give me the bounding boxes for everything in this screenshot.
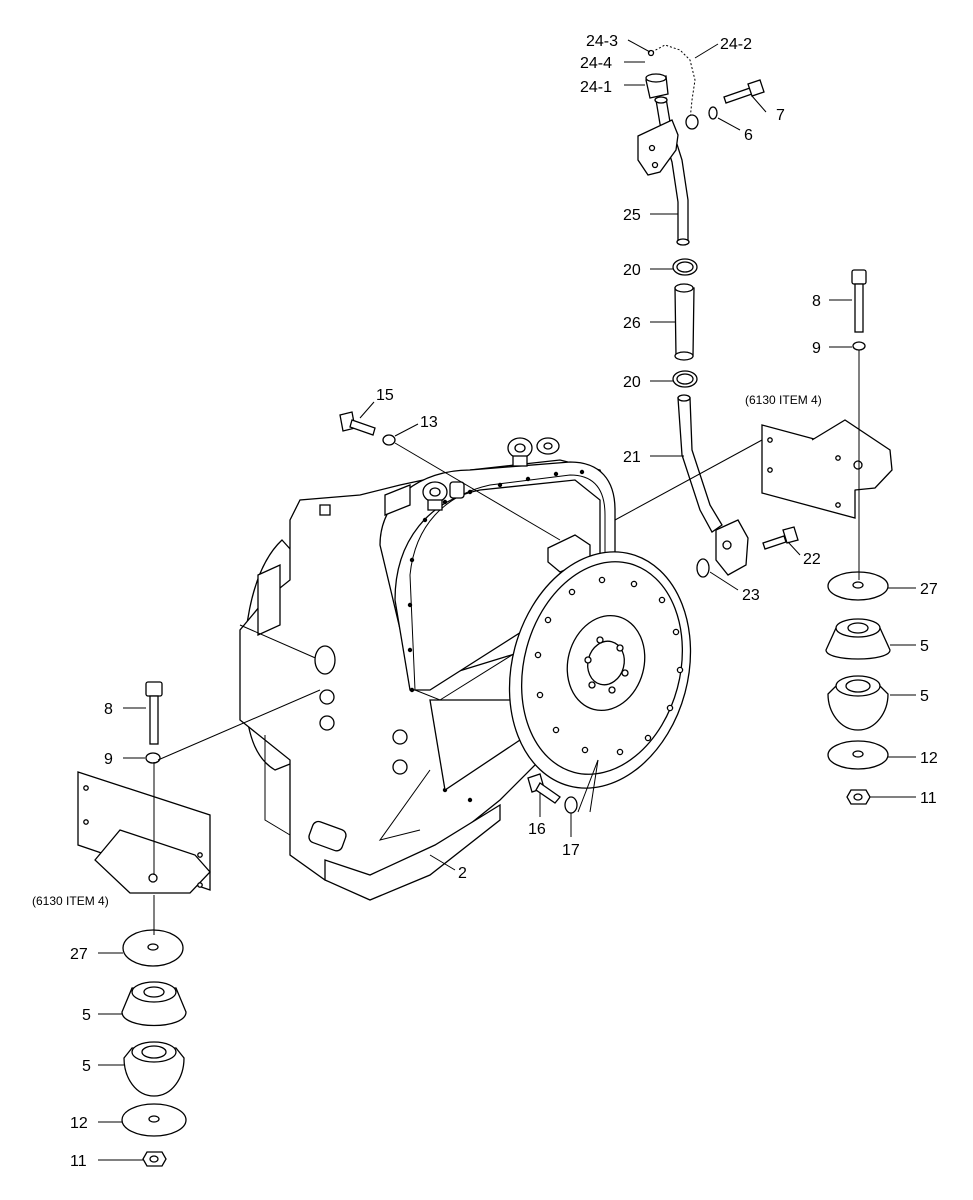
label-7: 7 <box>776 107 785 124</box>
label-12-right: 12 <box>920 750 938 767</box>
label-27-right: 27 <box>920 581 938 598</box>
bolt-15-washer-13 <box>339 411 396 446</box>
dipstick-assembly <box>637 44 799 578</box>
lifting-eye-right <box>507 437 533 467</box>
front-flange <box>508 551 692 789</box>
label-5-right-lower: 5 <box>920 688 929 705</box>
label-15: 15 <box>376 387 394 404</box>
label-24-3: 24-3 <box>586 33 618 50</box>
label-9-right: 9 <box>812 340 821 357</box>
label-21: 21 <box>623 449 641 466</box>
label-6: 6 <box>744 127 753 144</box>
label-20-lower: 20 <box>623 374 641 391</box>
breather-cap <box>449 481 465 499</box>
label-13: 13 <box>420 414 438 431</box>
label-9-left: 9 <box>104 751 113 768</box>
label-5-left-lower: 5 <box>82 1058 91 1075</box>
label-2: 2 <box>458 865 467 882</box>
item-labels: 24-3 24-2 24-4 24-1 7 6 25 20 26 20 21 2… <box>32 33 938 1170</box>
lifting-eye-left <box>422 481 448 511</box>
label-20-upper: 20 <box>623 262 641 279</box>
label-25: 25 <box>623 207 641 224</box>
left-mount-stack <box>77 681 211 1167</box>
label-22: 22 <box>803 551 821 568</box>
top-plug <box>536 437 560 455</box>
label-23: 23 <box>742 587 760 604</box>
label-12-left: 12 <box>70 1115 88 1132</box>
ref-note-right: (6130 ITEM 4) <box>745 393 822 407</box>
label-17: 17 <box>562 842 580 859</box>
leader-lines <box>98 39 916 1161</box>
label-11-left: 11 <box>70 1153 87 1170</box>
label-16: 16 <box>528 821 546 838</box>
label-11-right: 11 <box>920 790 937 807</box>
right-mount-stack <box>761 269 893 805</box>
label-8-right: 8 <box>812 293 821 310</box>
label-5-left-upper: 5 <box>82 1007 91 1024</box>
label-5-right-upper: 5 <box>920 638 929 655</box>
label-26: 26 <box>623 315 641 332</box>
label-24-4: 24-4 <box>580 55 612 72</box>
bolt-16-washer-17 <box>527 773 578 814</box>
label-8-left: 8 <box>104 701 113 718</box>
transmission-housing <box>239 437 692 901</box>
label-24-2: 24-2 <box>720 36 752 53</box>
ref-note-left: (6130 ITEM 4) <box>32 894 109 908</box>
label-27-left: 27 <box>70 946 88 963</box>
label-24-1: 24-1 <box>580 79 612 96</box>
